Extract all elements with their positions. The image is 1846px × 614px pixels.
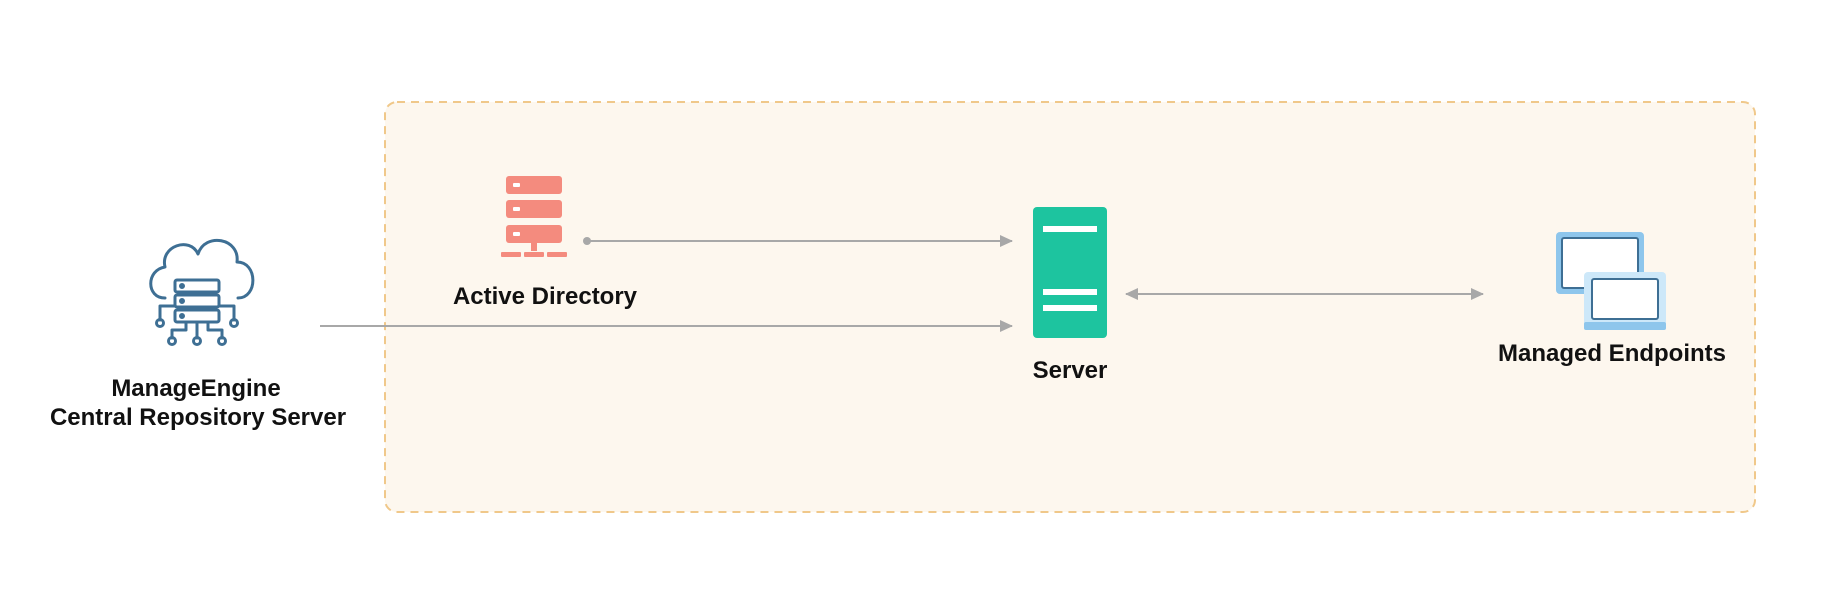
managed-endpoints-label: Managed Endpoints [1498, 340, 1726, 367]
server-tower-icon [1033, 207, 1107, 338]
connection-active-directory-to-server [583, 235, 1013, 247]
server-label: Server [1033, 357, 1108, 384]
central-repository-label-line2: Central Repository Server [50, 404, 346, 431]
server-stack-icon [501, 176, 567, 257]
active-directory-label: Active Directory [453, 283, 638, 310]
central-repository-label-line1: ManageEngine [111, 375, 280, 402]
computers-icon [1556, 232, 1666, 330]
cloud-server-icon [149, 238, 255, 346]
